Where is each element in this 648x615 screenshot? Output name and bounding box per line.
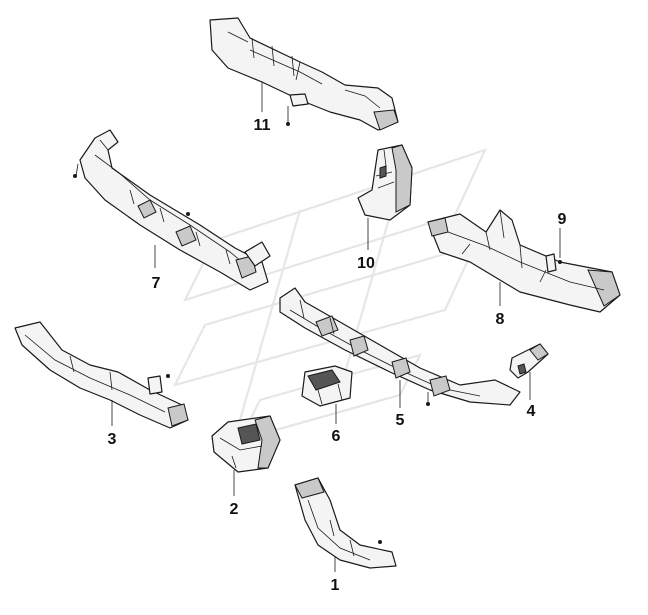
- callout-7: 7: [152, 275, 161, 292]
- screw-leader-7-a: [75, 163, 79, 177]
- part-3-left-duct: [14, 321, 189, 429]
- callout-5: 5: [396, 412, 405, 429]
- callout-3: 3: [108, 431, 117, 448]
- callout-1: 1: [331, 577, 340, 594]
- screw-3: [166, 374, 170, 378]
- part-9-fastener: [545, 228, 562, 273]
- screw-7-b: [186, 212, 190, 216]
- callout-8: 8: [496, 311, 505, 328]
- callout-2: 2: [230, 501, 239, 518]
- part-2-junction-box: [211, 415, 281, 473]
- screw-5: [426, 402, 430, 406]
- part-11-upper-duct: [209, 17, 399, 131]
- callout-11: 11: [254, 117, 271, 134]
- part-1-lower-duct: [294, 477, 397, 569]
- screw-11: [286, 122, 290, 126]
- callout-4: 4: [527, 403, 536, 420]
- part-10-center-connector: [357, 144, 413, 221]
- screw-1: [378, 540, 382, 544]
- callout-9: 9: [558, 211, 567, 228]
- part-6-vent-outlet: [301, 365, 353, 407]
- callout-10: 10: [357, 255, 375, 272]
- part-8-right-duct: [427, 209, 621, 313]
- part-7-upper-crossbar: [79, 129, 271, 291]
- part-4-end-bracket: [509, 343, 549, 379]
- part-5-lower-crossbar: [279, 287, 521, 406]
- callout-6: 6: [332, 428, 341, 445]
